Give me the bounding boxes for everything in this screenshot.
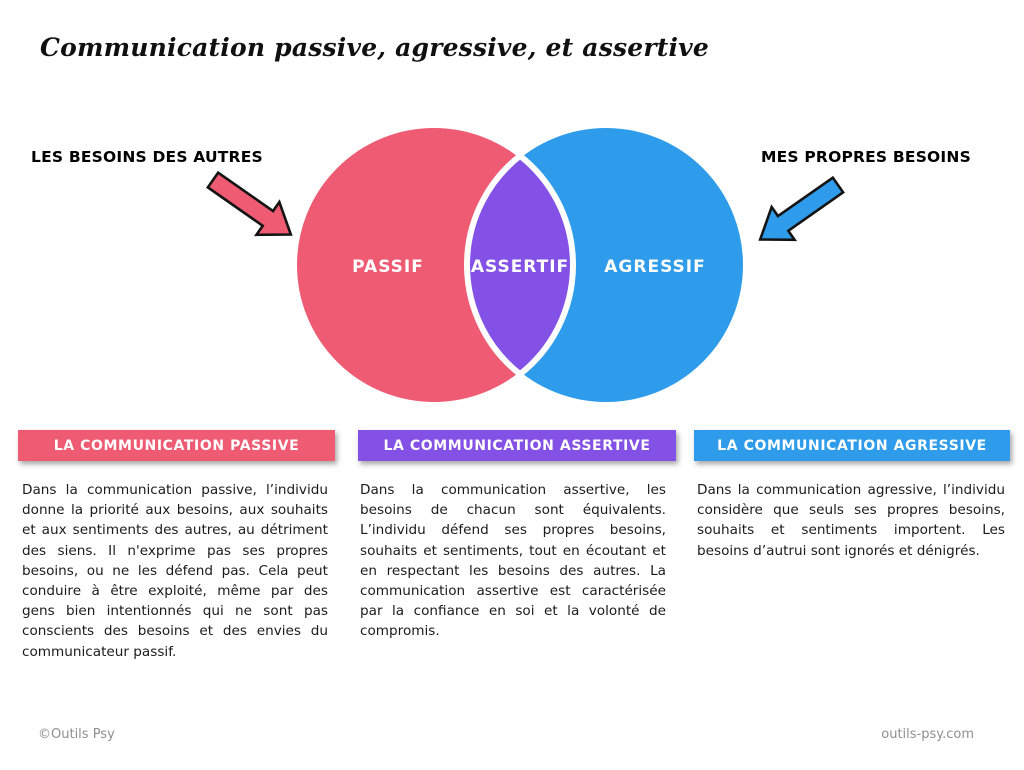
venn-label-assertif: ASSERTIF — [471, 257, 569, 277]
body-communication-passive: Dans la communication passive, l’individ… — [22, 482, 328, 660]
body-communication-assertive: Dans la communication assertive, les bes… — [360, 482, 666, 640]
heading-communication-agressive: LA COMMUNICATION AGRESSIVE — [694, 430, 1010, 461]
website-label: outils-psy.com — [881, 727, 974, 742]
venn-label-agressif: AGRESSIF — [604, 257, 705, 277]
right-callout-label: MES PROPRES BESOINS — [761, 148, 971, 166]
heading-communication-passive: LA COMMUNICATION PASSIVE — [18, 430, 335, 461]
left-callout-label: LES BESOINS DES AUTRES — [31, 148, 263, 166]
venn-intersection-assertif — [464, 152, 576, 378]
page-title: Communication passive, agressive, et ass… — [40, 33, 710, 62]
heading-communication-assertive: LA COMMUNICATION ASSERTIVE — [358, 430, 676, 461]
venn-label-passif: PASSIF — [352, 257, 424, 277]
body-communication-agressive: Dans la communication agressive, l’indiv… — [697, 482, 1005, 559]
arrow-down-right-icon — [206, 170, 293, 237]
arrow-down-left-icon — [758, 175, 845, 242]
copyright-label: ©Outils Psy — [38, 727, 115, 742]
